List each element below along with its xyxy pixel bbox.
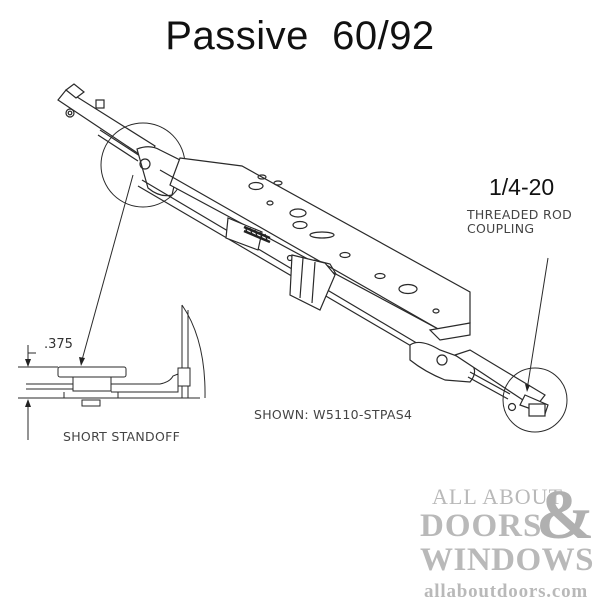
guide-block bbox=[289, 254, 337, 311]
upper-rod bbox=[57, 83, 156, 162]
short-standoff-label: SHORT STANDOFF bbox=[63, 429, 181, 444]
leader-standoff bbox=[81, 174, 134, 361]
logo-ampersand: & bbox=[536, 477, 595, 554]
coupling-label: COUPLING bbox=[467, 221, 535, 236]
threaded-rod-label: THREADED ROD bbox=[467, 207, 573, 222]
dimension-label: .375 bbox=[44, 337, 73, 352]
latch-spring bbox=[225, 217, 271, 251]
page-title: Passive 60/92 bbox=[165, 14, 435, 58]
lock-case bbox=[137, 157, 471, 351]
detail-circle-bottom bbox=[502, 367, 568, 433]
lower-rod bbox=[453, 349, 549, 417]
logo-line3: WINDOWS bbox=[420, 542, 595, 578]
standoff-section bbox=[18, 304, 206, 440]
leader-coupling bbox=[526, 257, 549, 391]
spec-label: 1/4-20 bbox=[489, 174, 555, 200]
shown-model-label: SHOWN: W5110-STPAS4 bbox=[254, 407, 413, 422]
logo-line1: ALL ABOUT bbox=[432, 484, 564, 509]
logo-url: allaboutdoors.com bbox=[424, 581, 589, 602]
logo-line2: DOORS bbox=[420, 508, 543, 544]
